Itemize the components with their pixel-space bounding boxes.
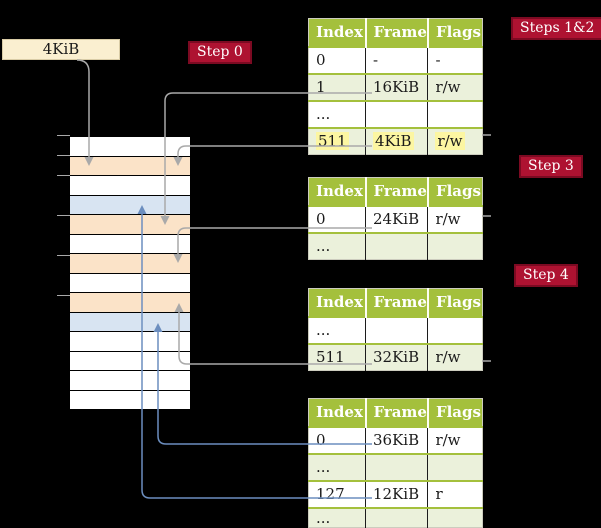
highlighted-value: 4KiB: [373, 132, 414, 151]
column-header: Frame: [365, 18, 429, 47]
table-cell: [427, 452, 483, 481]
memory-row-white: [70, 234, 190, 254]
column-header: Frame: [365, 288, 429, 317]
highlighted-value: r/w: [435, 132, 465, 151]
column-header: Frame: [365, 177, 429, 206]
column-header: Index: [308, 18, 367, 47]
memory-row-blue: [70, 312, 190, 332]
table-cell: [364, 231, 428, 260]
table-cell: [427, 506, 483, 528]
memory-row-white: [70, 332, 190, 352]
table-row: ...: [308, 231, 483, 260]
table-cell: [364, 99, 428, 128]
memory-row-peach: [70, 156, 190, 176]
table-cell: [364, 506, 428, 528]
address-tick: [57, 255, 70, 256]
step4-badge: Step 4: [514, 264, 578, 287]
column-header: Flags: [427, 18, 483, 47]
memory-row-blue: [70, 195, 190, 215]
memory-row-white: [70, 273, 190, 293]
table-cell: 12KiB: [364, 479, 428, 508]
table-row: ...: [308, 506, 483, 528]
table-cell: 32KiB: [364, 342, 428, 371]
table-cell: 4KiB: [364, 126, 428, 155]
column-header: Index: [308, 288, 367, 317]
table-cell: r/w: [427, 126, 483, 155]
address-tick: [57, 295, 70, 296]
table-cell: [427, 315, 483, 344]
column-header: Frame: [365, 398, 429, 427]
table-cell: r/w: [427, 425, 483, 454]
table-cell: ...: [308, 315, 366, 344]
table-row: ...: [308, 452, 483, 481]
table-cell: [364, 315, 428, 344]
table-row: 0--: [308, 45, 483, 74]
memory-row-white: [70, 176, 190, 196]
table-row: ...: [308, 99, 483, 128]
memory-row-white: [70, 371, 190, 391]
table-cell: 16KiB: [364, 72, 428, 101]
table-cell: -: [364, 45, 428, 74]
table-cell: 511: [308, 126, 366, 155]
address-tick: [57, 135, 70, 136]
table-row: ...: [308, 315, 483, 344]
column-header: Index: [308, 398, 367, 427]
memory-stack: [70, 136, 190, 410]
table-cell: [427, 231, 483, 260]
memory-row-white: [70, 351, 190, 371]
table-cell: 36KiB: [364, 425, 428, 454]
memory-row-white: [70, 390, 190, 410]
table-cell: 0: [308, 45, 366, 74]
table-cell: 1: [308, 72, 366, 101]
table-cell: 127: [308, 479, 366, 508]
steps12-badge: Steps 1&2: [511, 17, 601, 40]
table-cell: r/w: [427, 342, 483, 371]
table-cell: [427, 99, 483, 128]
column-header: Flags: [427, 177, 483, 206]
table-cell: 0: [308, 425, 366, 454]
table-cell: ...: [308, 231, 366, 260]
table-cell: [364, 452, 428, 481]
page-size-box: 4KiB: [2, 39, 120, 60]
address-tick: [57, 155, 70, 156]
memory-row-peach: [70, 215, 190, 235]
table-cell: ...: [308, 506, 366, 528]
column-header: Index: [308, 177, 367, 206]
table-cell: ...: [308, 99, 366, 128]
memory-row-white: [70, 137, 190, 157]
address-tick: [57, 215, 70, 216]
table-cell: ...: [308, 452, 366, 481]
highlighted-value: 511: [316, 132, 349, 151]
table-cell: -: [427, 45, 483, 74]
table-cell: r/w: [427, 72, 483, 101]
step0-badge: Step 0: [188, 41, 252, 64]
table-cell: r/w: [427, 204, 483, 233]
memory-row-peach: [70, 254, 190, 274]
column-header: Flags: [427, 288, 483, 317]
table-row: 511 4KiB r/w: [308, 126, 483, 155]
step3-badge: Step 3: [519, 155, 583, 178]
table-cell: r: [427, 479, 483, 508]
memory-row-peach: [70, 293, 190, 313]
table-cell: 511: [308, 342, 366, 371]
address-tick: [57, 175, 70, 176]
table-cell: 0: [308, 204, 366, 233]
column-header: Flags: [427, 398, 483, 427]
table-cell: 24KiB: [364, 204, 428, 233]
